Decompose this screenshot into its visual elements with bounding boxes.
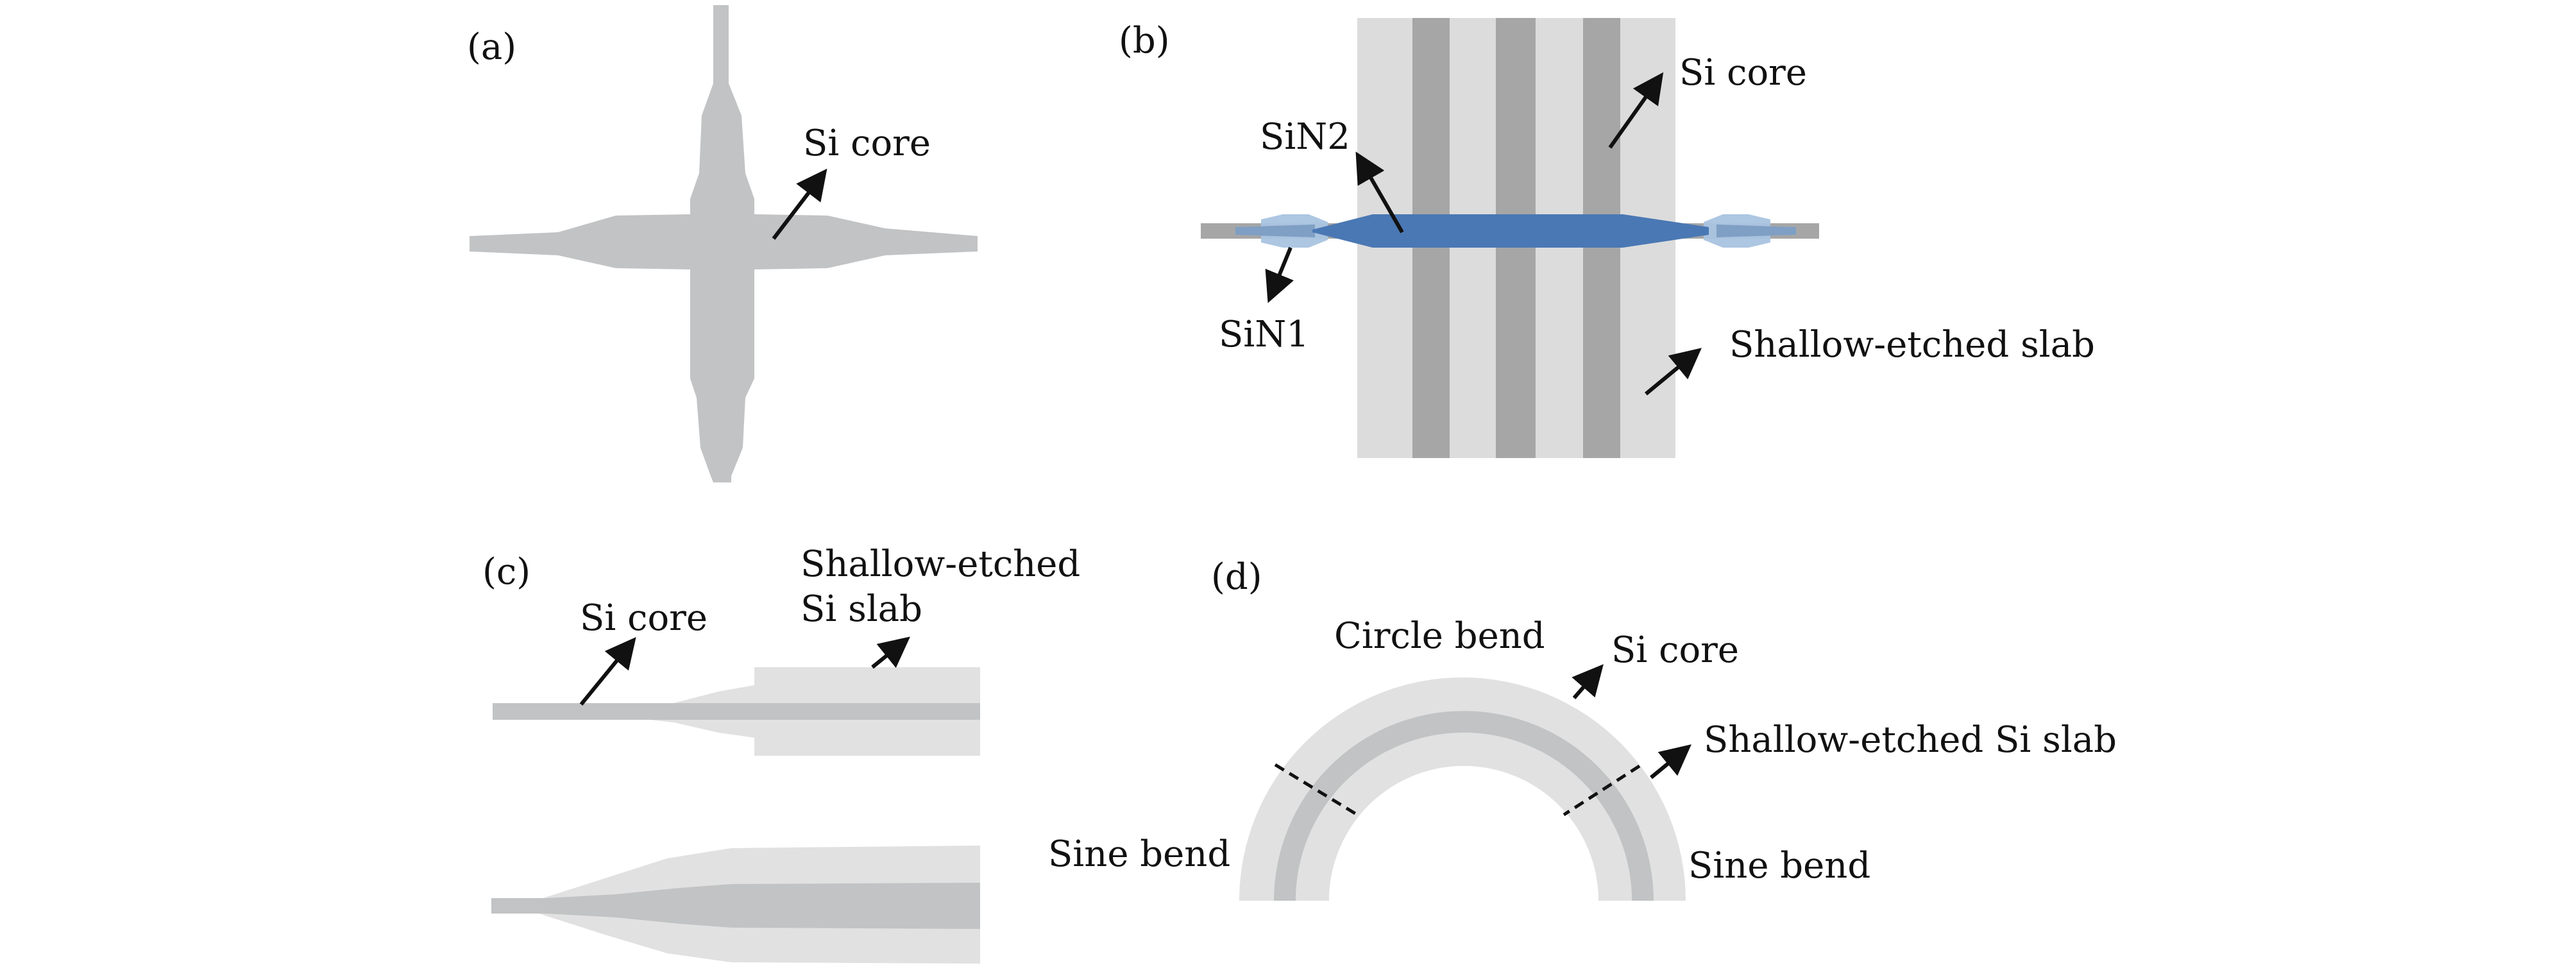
sin1-taper-right: [1716, 225, 1796, 237]
sin2-label: SiN2: [1260, 116, 1350, 158]
si-core-arrow: [1572, 664, 1604, 699]
slab-arrow: [1650, 744, 1691, 779]
sine-bend-left-label: Sine bend: [1048, 833, 1230, 875]
si-core-arrow: [1608, 72, 1664, 149]
sin2-waveguide: [1312, 214, 1709, 248]
sin1-label: SiN1: [1219, 314, 1309, 355]
si-core-strip-upper: [493, 703, 980, 720]
circle-bend-label: Circle bend: [1334, 615, 1545, 657]
si-core-taper-lower: [491, 883, 980, 929]
slab-label-line2: Si slab: [801, 588, 922, 630]
lower-transition: [491, 846, 980, 964]
upper-transition: [493, 667, 980, 756]
panel-d: (d) Circle bend Si core Shallow-etched S…: [1048, 556, 2117, 901]
sin2-arrow: [1355, 151, 1404, 234]
panel-d-tag: (d): [1211, 556, 1262, 598]
si-core-arrow: [772, 168, 827, 240]
si-core-arrow: [579, 637, 636, 706]
panel-c-tag: (c): [482, 551, 530, 593]
crossing-horizontal-arm: [470, 214, 978, 269]
si-core-label: Si core: [1679, 52, 1807, 94]
panel-c: (c) Si core Shallow-etched Si slab: [482, 543, 1080, 964]
slab-label: Shallow-etched Si slab: [1704, 719, 2117, 761]
slab-arc: [1239, 677, 1686, 901]
si-core-label: Si core: [1611, 629, 1739, 671]
panel-a: (a) Si core: [467, 5, 978, 482]
panel-b-tag: (b): [1119, 20, 1170, 62]
slab-label-line1: Shallow-etched: [801, 543, 1080, 585]
waveguide-crossing: [470, 5, 978, 482]
si-core-label: Si core: [803, 123, 931, 164]
sine-bend-right-label: Sine bend: [1688, 845, 1870, 887]
slab-label: Shallow-etched slab: [1729, 324, 2095, 366]
slab-arc-inner: [1296, 733, 1632, 901]
slab-arrow: [1645, 348, 1702, 396]
panel-a-tag: (a): [467, 26, 516, 68]
panel-b: (b) Si core SiN2 SiN1 Shallow-etched sla…: [1119, 18, 2095, 458]
bend-hole: [1329, 766, 1598, 901]
sin1-taper-left: [1235, 225, 1315, 237]
sine-circle-divider-right: [1563, 764, 1641, 817]
si-core-label: Si core: [580, 597, 708, 639]
slab-arrow: [871, 636, 911, 669]
sin1-arrow: [1265, 246, 1294, 303]
si-core-arc: [1274, 711, 1654, 901]
